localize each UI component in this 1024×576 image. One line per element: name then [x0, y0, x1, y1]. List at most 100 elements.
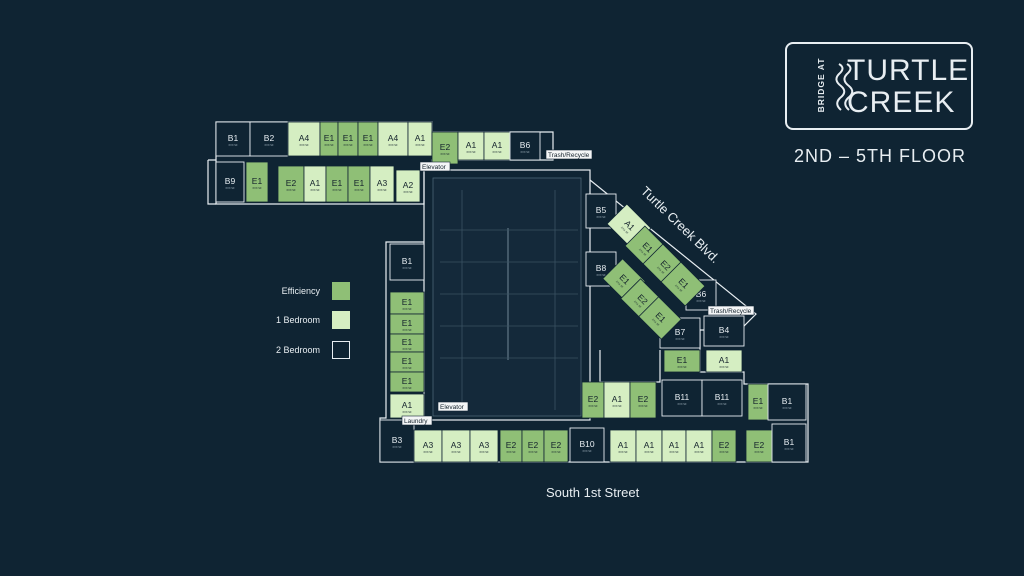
unit-shape[interactable]	[635, 429, 663, 463]
unit-shape[interactable]	[711, 429, 737, 463]
unit-shape[interactable]	[395, 169, 421, 203]
unit-shape[interactable]	[705, 349, 743, 373]
unit-shape[interactable]	[441, 429, 471, 463]
unit-shape[interactable]	[215, 121, 251, 157]
unit-shape[interactable]	[771, 423, 807, 463]
unit-shape[interactable]	[389, 371, 425, 393]
unit-shape[interactable]	[249, 121, 289, 157]
unit-shape[interactable]	[685, 429, 713, 463]
unit-shape[interactable]	[245, 161, 269, 203]
unit-shape[interactable]	[277, 165, 305, 203]
unit-shape[interactable]	[703, 315, 745, 347]
unit-shape[interactable]	[377, 121, 409, 157]
unit-shape[interactable]	[569, 427, 605, 463]
unit-shape[interactable]	[407, 121, 433, 157]
unit-shape[interactable]	[543, 429, 569, 463]
unit-shape[interactable]	[701, 379, 743, 417]
unit-label: A1	[612, 394, 623, 404]
unit-shape[interactable]	[509, 131, 541, 161]
unit-shape[interactable]	[389, 393, 425, 419]
unit-label: E2	[551, 440, 562, 450]
unit-shape[interactable]	[661, 429, 687, 463]
unit-shape[interactable]	[663, 349, 701, 373]
tag-box	[545, 149, 593, 160]
floor-label: 2ND – 5TH FLOOR	[793, 146, 967, 166]
tag-text: Laundry	[404, 418, 428, 425]
unit-label: A3	[423, 440, 434, 450]
unit-area: XXX SF	[252, 186, 262, 190]
unit-shape[interactable]	[629, 381, 657, 419]
legend-one-bedroom: 1 Bedroom	[250, 311, 350, 331]
unit-shape[interactable]	[287, 121, 321, 157]
unit-area: XXX SF	[402, 328, 412, 332]
unit-shape[interactable]	[660, 261, 706, 307]
unit-shape[interactable]	[603, 381, 631, 419]
unit-shape[interactable]	[389, 243, 425, 281]
unit-shape[interactable]	[767, 383, 807, 421]
unit-shape[interactable]	[369, 165, 395, 203]
unit-label: A1	[466, 140, 477, 150]
unit-shape[interactable]	[638, 296, 682, 340]
unit-shape[interactable]	[215, 161, 245, 203]
unit-shape[interactable]	[609, 429, 637, 463]
unit-label: B6	[696, 289, 707, 299]
unit-shape[interactable]	[379, 419, 415, 463]
tag-trash-east: Trash/Recycle	[707, 305, 755, 316]
unit-shape[interactable]	[469, 429, 499, 463]
